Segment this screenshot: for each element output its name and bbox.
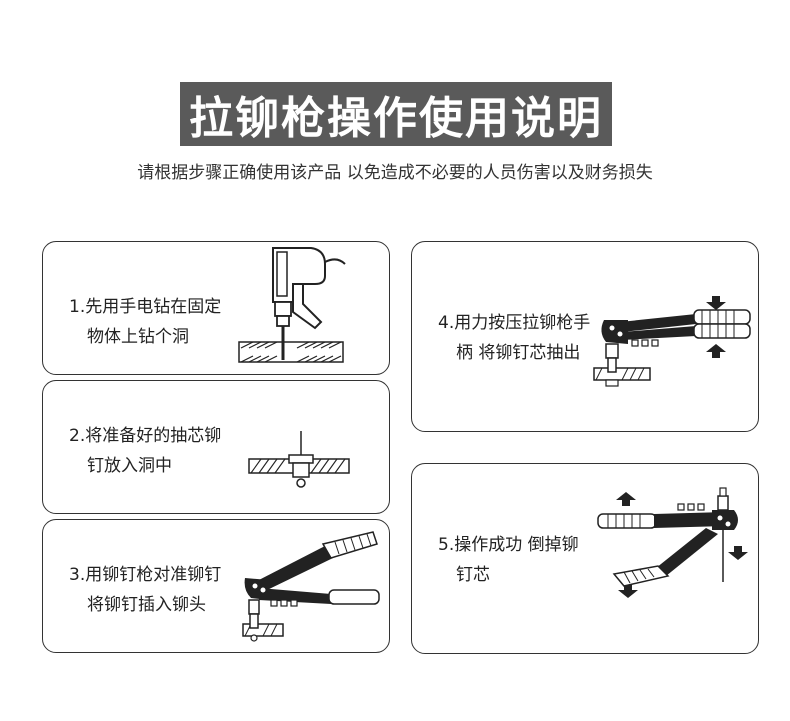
rivet-gun-press-icon: [593, 296, 751, 387]
step-1-text: 1.先用手电钻在固定 物体上钻个洞: [69, 292, 221, 352]
rivet-gun-open-icon: [597, 487, 748, 598]
step-1-line2: 物体上钻个洞: [87, 327, 189, 347]
step-4-line2: 柄 将铆钉芯抽出: [456, 343, 581, 363]
step-3-line1: 3.用铆钉枪对准铆钉: [69, 565, 222, 585]
step-3-line2: 将铆钉插入铆头: [87, 595, 206, 615]
step-2-text: 2.将准备好的抽芯铆 钉放入洞中: [69, 421, 221, 481]
step-4-text: 4.用力按压拉铆枪手 柄 将铆钉芯抽出: [438, 308, 590, 368]
page-subtitle: 请根据步骤正确使用该产品 以免造成不必要的人员伤害以及财务损失: [137, 163, 653, 183]
drill-icon: [238, 247, 346, 363]
step-1-line1: 1.先用手电钻在固定: [69, 297, 222, 317]
step-5-text: 5.操作成功 倒掉铆 钉芯: [438, 530, 579, 590]
title-banner: 拉铆枪操作使用说明: [180, 82, 612, 146]
step-card-4: 4.用力按压拉铆枪手 柄 将铆钉芯抽出: [411, 241, 759, 432]
step-2-line1: 2.将准备好的抽芯铆: [69, 426, 222, 446]
step-card-3: 3.用铆钉枪对准铆钉 将铆钉插入铆头: [42, 519, 390, 653]
step-3-text: 3.用铆钉枪对准铆钉 将铆钉插入铆头: [69, 560, 221, 620]
step-card-5: 5.操作成功 倒掉铆 钉芯: [411, 463, 759, 654]
step-2-line2: 钉放入洞中: [87, 456, 172, 476]
step-card-1: 1.先用手电钻在固定 物体上钻个洞: [42, 241, 390, 375]
step-5-line2: 钉芯: [456, 565, 490, 585]
step-card-2: 2.将准备好的抽芯铆 钉放入洞中: [42, 380, 390, 514]
rivet-gun-icon: [242, 531, 380, 642]
step-4-line1: 4.用力按压拉铆枪手: [438, 313, 591, 333]
step-5-line1: 5.操作成功 倒掉铆: [438, 535, 579, 555]
page-title: 拉铆枪操作使用说明: [189, 93, 603, 144]
rivet-icon: [248, 431, 350, 488]
